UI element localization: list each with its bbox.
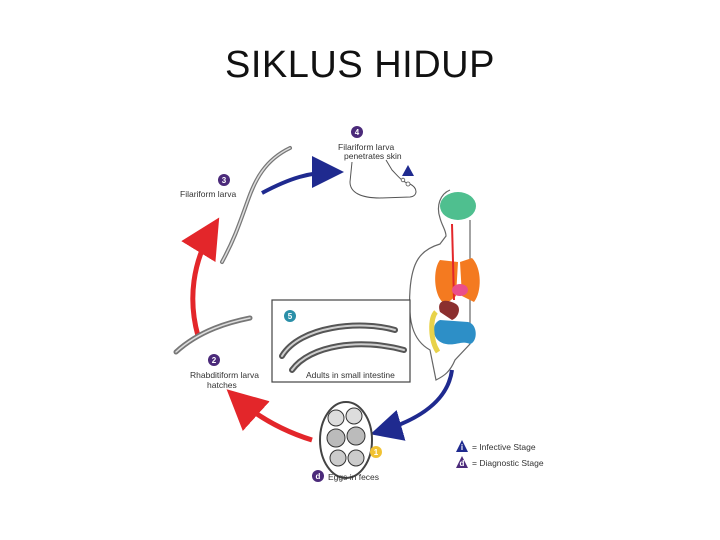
stage-5-badge (284, 310, 296, 322)
arrow-filariform-to-skin (261, 156, 344, 195)
stage-3-badge (218, 174, 230, 186)
legend-diagnostic-label: = Diagnostic Stage (472, 458, 544, 468)
stage-5-number: 5 (288, 312, 293, 321)
arrow-adults-to-eggs (370, 369, 454, 441)
stage-4-label-line1: Filariform larva (338, 142, 394, 152)
stage-4-label-line2: penetrates skin (344, 151, 402, 161)
stomach-icon (439, 300, 459, 320)
stage-4-number: 4 (355, 128, 360, 137)
arrow-egg-to-rhabditiform (226, 389, 313, 443)
eggs-label: Eggs in feces (328, 472, 379, 482)
egg-illustration (319, 401, 373, 479)
legend-infective-icon (456, 440, 468, 452)
intestine-icon (433, 320, 476, 345)
diagnostic-stage-letter: d (316, 472, 321, 481)
arrow-rhabditiform-to-filariform (181, 217, 220, 337)
legend-diagnostic-symbol: d (460, 459, 465, 468)
diagnostic-stage-badge (312, 470, 324, 482)
stage-2-badge (208, 354, 220, 366)
stage-1-number: 1 (374, 448, 379, 457)
heart-icon (452, 284, 468, 296)
legend-diagnostic-icon (456, 456, 468, 468)
infective-stage-marker-4 (402, 165, 414, 176)
stage-2-label-line2: hatches (207, 380, 237, 390)
filariform-larva-illustration (220, 146, 292, 264)
stage-3-label: Filariform larva (180, 189, 236, 199)
lungs-icon (435, 258, 480, 304)
brain-icon (440, 192, 476, 220)
page-title: SIKLUS HIDUP (225, 44, 495, 86)
legend-infective-label: = Infective Stage (472, 442, 536, 452)
stage-2-number: 2 (212, 356, 217, 365)
legend-infective-symbol: i (461, 443, 463, 452)
stage-5-label: Adults in small intestine (306, 370, 395, 380)
foot-illustration (349, 159, 417, 199)
stage-2-label-line1: Rhabditiform larva (190, 370, 259, 380)
rhabditiform-larva-illustration (173, 315, 253, 355)
human-body-illustration (408, 189, 480, 381)
stage-3-number: 3 (222, 176, 227, 185)
stage-1-badge (370, 446, 382, 458)
stage-4-badge (351, 126, 363, 138)
